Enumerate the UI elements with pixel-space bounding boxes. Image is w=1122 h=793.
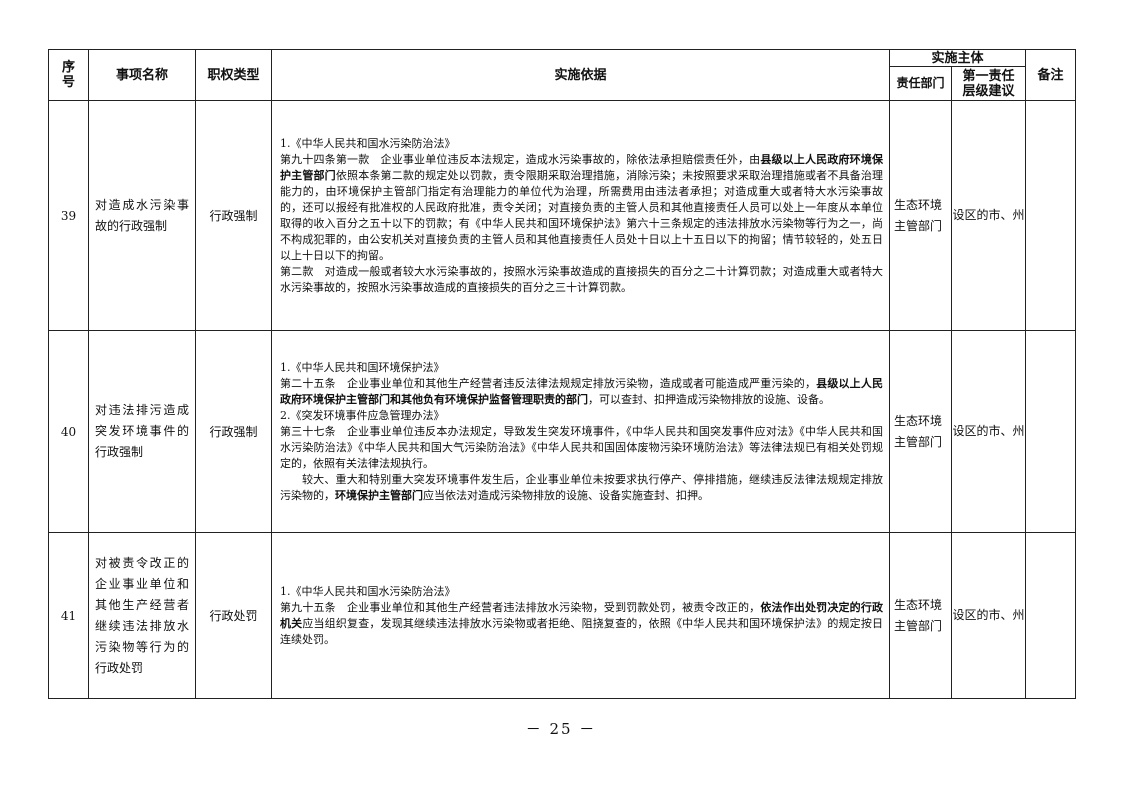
basis-emphasis: 县级以上人民政府环境保护主管部门和其他负有环境保护监督管理职责的部门 bbox=[280, 376, 884, 406]
basis-paragraph: 1.《中华人民共和国水污染防治法》 bbox=[280, 584, 883, 600]
basis-text: 1.《中华人民共和国水污染防治法》 bbox=[280, 584, 456, 598]
basis-text: 第九十四条第一款 企业事业单位违反本法规定，造成水污染事故的，除依法承担赔偿责任… bbox=[280, 152, 761, 166]
basis-text: 应当依法对造成污染物排放的设施、设备实施查封、扣押。 bbox=[423, 488, 709, 502]
basis-paragraph: 第九十五条 企业事业单位和其他生产经营者违法排放水污染物，受到罚款处罚，被责令改… bbox=[280, 600, 883, 648]
basis-emphasis: 环境保护主管部门 bbox=[335, 488, 423, 502]
basis-text: 第九十五条 企业事业单位和其他生产经营者违法排放水污染物，受到罚款处罚，被责令改… bbox=[280, 600, 761, 614]
header-dept: 责任部门 bbox=[889, 66, 952, 101]
basis-text: 1.《中华人民共和国环境保护法》 bbox=[280, 360, 445, 374]
row-level: 设区的市、州 bbox=[950, 330, 1027, 533]
basis-paragraph: 第三十七条 企业事业单位违反本办法规定，导致发生突发环境事件，《中华人民共和国突… bbox=[280, 424, 883, 472]
header-seq: 序号 bbox=[48, 49, 89, 101]
row-type: 行政处罚 bbox=[195, 532, 272, 699]
row-level: 设区的市、州 bbox=[950, 532, 1027, 699]
basis-paragraph: 第二款 对造成一般或者较大水污染事故的，按照水污染事故造成的直接损失的百分之二十… bbox=[280, 264, 883, 296]
table-row: 41 对被责令改正的企业事业单位和其他生产经营者继续违法排放水污染物等行为的行政… bbox=[48, 532, 1077, 699]
basis-emphasis: 县级以上人民政府环境保护主管部门 bbox=[280, 152, 884, 182]
basis-paragraph: 1.《中华人民共和国水污染防治法》 bbox=[280, 136, 883, 152]
row-basis: 1.《中华人民共和国环境保护法》第二十五条 企业事业单位和其他生产经营者违反法律… bbox=[271, 330, 890, 533]
basis-text: 应当组织复查，发现其继续违法排放水污染物或者拒绝、阻挠复查的，依照《中华人民共和… bbox=[280, 616, 884, 646]
basis-text: 第三十七条 企业事业单位违反本办法规定，导致发生突发环境事件，《中华人民共和国突… bbox=[280, 424, 883, 470]
basis-paragraph: 1.《中华人民共和国环境保护法》 bbox=[280, 360, 883, 376]
table-row: 40 对违法排污造成突发环境事件的行政强制 行政强制 1.《中华人民共和国环境保… bbox=[48, 330, 1077, 533]
row-dept: 生态环境主管部门 bbox=[889, 532, 952, 699]
row-dept: 生态环境主管部门 bbox=[889, 100, 952, 331]
basis-paragraph: 第二十五条 企业事业单位和其他生产经营者违反法律法规规定排放污染物，造成或者可能… bbox=[280, 376, 883, 408]
basis-text: 第二款 对造成一般或者较大水污染事故的，按照水污染事故造成的直接损失的百分之二十… bbox=[280, 264, 883, 294]
row-dept: 生态环境主管部门 bbox=[889, 330, 952, 533]
row-type: 行政强制 bbox=[195, 100, 272, 331]
header-note: 备注 bbox=[1025, 49, 1077, 101]
row-type: 行政强制 bbox=[195, 330, 272, 533]
basis-text: 1.《中华人民共和国水污染防治法》 bbox=[280, 136, 456, 150]
header-type: 职权类型 bbox=[195, 49, 272, 101]
basis-emphasis: 依法作出处罚决定的行政机关 bbox=[280, 600, 884, 630]
row-level: 设区的市、州 bbox=[950, 100, 1027, 331]
table-row: 39 对造成水污染事故的行政强制 行政强制 1.《中华人民共和国水污染防治法》第… bbox=[48, 100, 1077, 331]
row-seq: 39 bbox=[48, 100, 89, 331]
row-name: 对造成水污染事故的行政强制 bbox=[88, 100, 196, 331]
basis-text: ，可以查封、扣押造成污染物排放的设施、设备。 bbox=[588, 392, 830, 406]
basis-text: 2.《突发环境事件应急管理办法》 bbox=[280, 408, 445, 422]
row-basis: 1.《中华人民共和国水污染防治法》第九十五条 企业事业单位和其他生产经营者违法排… bbox=[271, 532, 890, 699]
row-name: 对被责令改正的企业事业单位和其他生产经营者继续违法排放水污染物等行为的行政处罚 bbox=[88, 532, 196, 699]
basis-paragraph: 第九十四条第一款 企业事业单位违反本法规定，造成水污染事故的，除依法承担赔偿责任… bbox=[280, 152, 883, 264]
basis-paragraph: 较大、重大和特别重大突发环境事件发生后，企业事业单位未按要求执行停产、停排措施，… bbox=[280, 472, 883, 504]
header-basis: 实施依据 bbox=[271, 49, 890, 101]
row-note bbox=[1025, 532, 1077, 699]
page-number: － 25 － bbox=[525, 720, 597, 738]
row-note bbox=[1025, 100, 1077, 331]
row-basis: 1.《中华人民共和国水污染防治法》第九十四条第一款 企业事业单位违反本法规定，造… bbox=[271, 100, 890, 331]
header-subject: 实施主体 bbox=[888, 49, 1027, 67]
row-name: 对违法排污造成突发环境事件的行政强制 bbox=[88, 330, 196, 533]
authority-table: 序号 事项名称 职权类型 实施依据 实施主体 备注 责任部门 第一责任层级建议 … bbox=[48, 49, 1077, 699]
basis-paragraph: 2.《突发环境事件应急管理办法》 bbox=[280, 408, 883, 424]
basis-text: 第二十五条 企业事业单位和其他生产经营者违反法律法规规定排放污染物，造成或者可能… bbox=[280, 376, 817, 390]
row-seq: 40 bbox=[48, 330, 89, 533]
row-note bbox=[1025, 330, 1077, 533]
basis-text: 依照本条第二款的规定处以罚款，责令限期采取治理措施，消除污染；未按照要求采取治理… bbox=[280, 168, 884, 262]
header-name: 事项名称 bbox=[88, 49, 196, 101]
header-level: 第一责任层级建议 bbox=[950, 66, 1027, 101]
row-seq: 41 bbox=[48, 532, 89, 699]
basis-text: 较大、重大和特别重大突发环境事件发生后，企业事业单位未按要求执行停产、停排措施，… bbox=[280, 472, 883, 502]
